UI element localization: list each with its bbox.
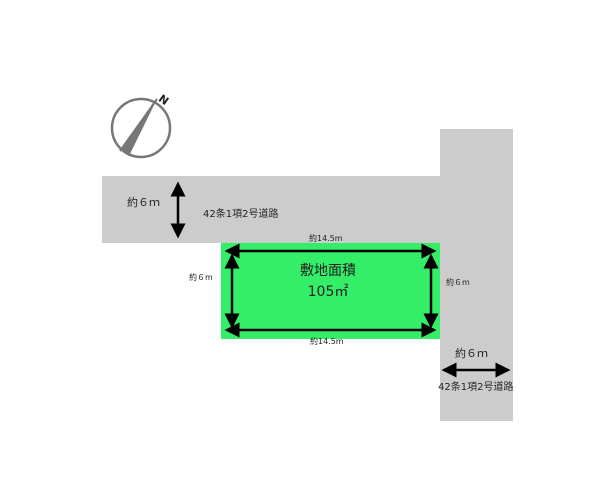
site-area-value: 105㎡	[308, 284, 349, 300]
site-top-width-label: 約14.5m	[309, 233, 343, 243]
compass-icon: N	[110, 92, 172, 159]
east-road	[440, 129, 513, 421]
site-left-depth-label: 約６m	[189, 272, 213, 282]
east-road-width-label: 約６ｍ	[455, 346, 488, 360]
site-right-depth-label: 約６m	[446, 277, 470, 287]
north-road-type-label: 42条1項2号道路	[203, 207, 278, 220]
site-area-title: 敷地面積	[300, 263, 356, 279]
east-road-type-label: 42条1項2号道路	[438, 380, 513, 393]
north-road-width-label: 約６ｍ	[127, 195, 160, 209]
site-bottom-width-label: 約14.5m	[310, 336, 344, 346]
